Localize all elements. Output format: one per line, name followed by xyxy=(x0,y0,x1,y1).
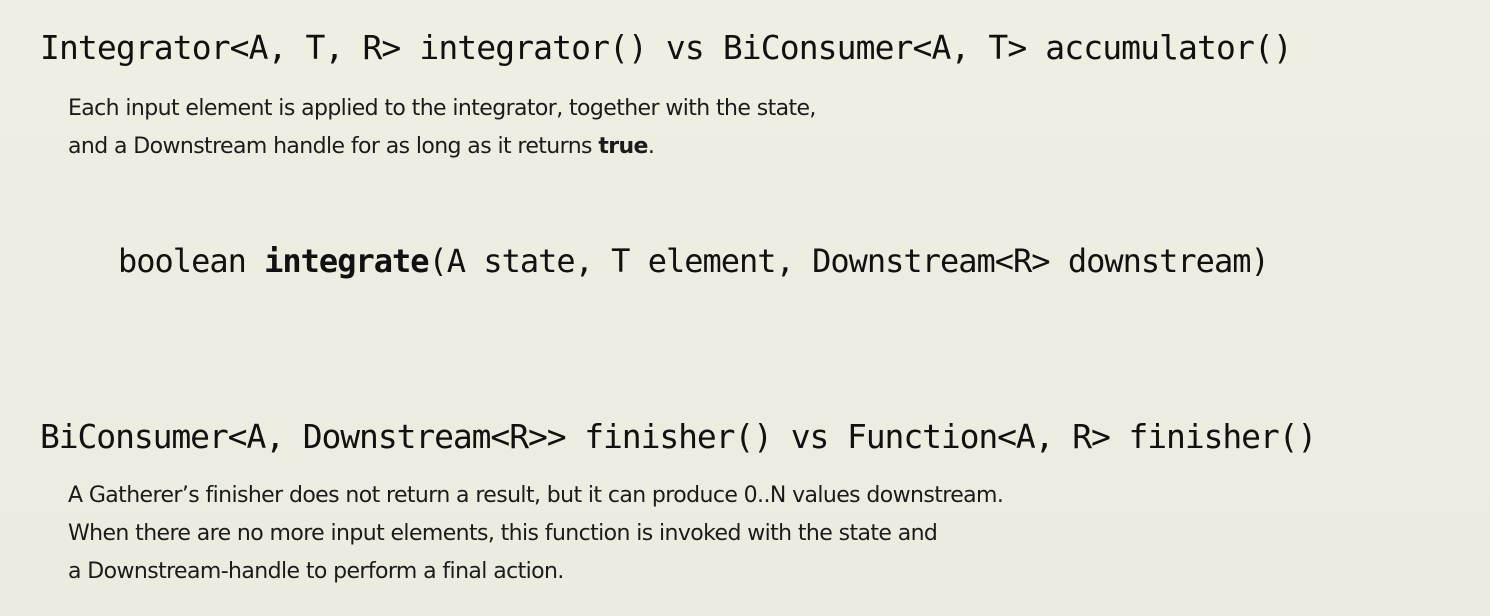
integrator-description-line-1: Each input element is applied to the int… xyxy=(68,96,816,121)
finisher-description-line-2: When there are no more input elements, t… xyxy=(68,521,938,546)
integrator-description-line-2-text: and a Downstream handle for as long as i… xyxy=(68,134,599,159)
finisher-description: A Gatherer’s finisher does not return a … xyxy=(68,477,1004,591)
integrator-heading: Integrator<A, T, R> integrator() vs BiCo… xyxy=(40,28,1293,67)
integrator-description: Each input element is applied to the int… xyxy=(68,90,816,166)
true-keyword: true xyxy=(598,134,648,159)
integrator-description-period: . xyxy=(647,134,655,159)
signature-return-type: boolean xyxy=(118,242,265,280)
finisher-heading: BiConsumer<A, Downstream<R>> finisher() … xyxy=(40,417,1317,456)
signature-method-name: integrate xyxy=(264,242,429,280)
integrate-signature: boolean integrate(A state, T element, Do… xyxy=(118,241,1270,281)
signature-params: (A state, T element, Downstream<R> downs… xyxy=(428,242,1270,280)
finisher-description-line-1: A Gatherer’s finisher does not return a … xyxy=(68,483,1004,508)
finisher-description-line-3: a Downstream-handle to perform a final a… xyxy=(68,559,564,584)
integrator-description-line-2: and a Downstream handle for as long as i… xyxy=(68,128,816,166)
